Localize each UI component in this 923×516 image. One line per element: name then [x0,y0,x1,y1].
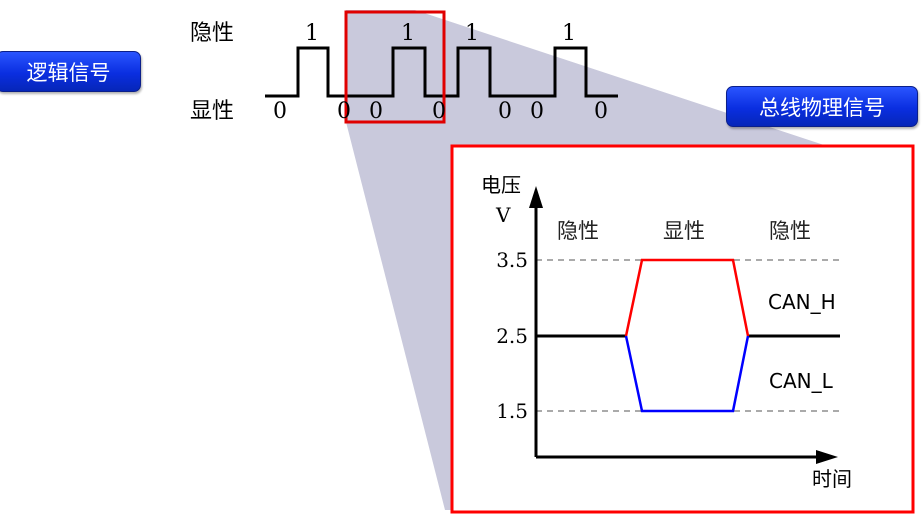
bit-one: 1 [305,21,319,46]
x-axis-arrow [816,450,838,464]
tick-label: 3.5 [496,248,528,272]
bit-zero: 0 [530,99,544,124]
y-axis-arrow [529,186,543,208]
bit-one: 1 [465,21,479,46]
can-l-label: CAN_L [769,369,834,393]
tick-label: 1.5 [496,399,528,423]
bit-zero: 0 [594,99,608,124]
bit-zero: 0 [498,99,512,124]
bit-zero: 0 [432,99,446,124]
bit-zero: 0 [273,99,287,124]
can-l-line [624,335,750,413]
logic-waveform [265,46,618,98]
bit-zero: 0 [337,99,351,124]
bit-one: 1 [401,21,415,46]
highlight-box [344,10,446,124]
physical-box [450,144,915,514]
region-label: 显性 [663,219,705,243]
physical-signal-button[interactable]: 总线物理信号 [726,86,918,127]
x-axis-label: 时间 [812,467,852,491]
recessive-label: 隐性 [190,21,234,46]
region-label: 隐性 [769,219,811,243]
region-label: 隐性 [557,219,599,243]
y-axis-label: 电压 [481,173,521,197]
bit-one: 1 [562,21,576,46]
bit-zero: 0 [369,99,383,124]
can-h-line [624,258,750,337]
tick-label: 2.5 [496,324,528,348]
zoom-shadow [346,10,830,510]
dominant-label: 显性 [190,99,234,124]
y-axis-unit: V [495,203,511,227]
can-h-label: CAN_H [768,290,836,314]
logic-signal-button[interactable]: 逻辑信号 [0,51,141,92]
